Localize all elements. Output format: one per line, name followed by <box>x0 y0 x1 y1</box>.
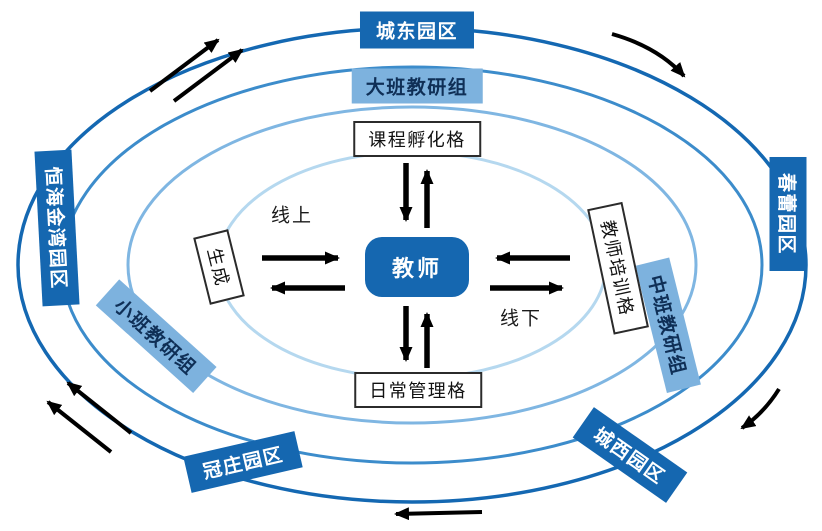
label-offline: 线下 <box>499 308 543 330</box>
label-online: 线上 <box>270 205 314 227</box>
node-park-east: 城东园区 <box>359 11 475 49</box>
flow-arrow-bottom-left-1 <box>66 381 133 435</box>
ring-third <box>126 105 698 425</box>
flow-arrow-top-left-1 <box>148 38 220 93</box>
flow-arrow-bottom-right <box>740 387 781 430</box>
node-park-chunlei: 春蕾园区 <box>769 156 807 272</box>
flow-arrow-bottom <box>394 507 483 521</box>
flow-arrow-bottom-left-2 <box>46 400 113 454</box>
node-grid-course-incubation: 课程孵化格 <box>353 121 481 157</box>
flow-arrow-top-left-2 <box>172 48 244 103</box>
node-group-big-class: 大班教研组 <box>351 68 483 104</box>
node-teacher-center: 教师 <box>365 237 469 297</box>
node-grid-daily-management: 日常管理格 <box>354 372 482 408</box>
flow-arrow-top-right <box>611 32 686 78</box>
